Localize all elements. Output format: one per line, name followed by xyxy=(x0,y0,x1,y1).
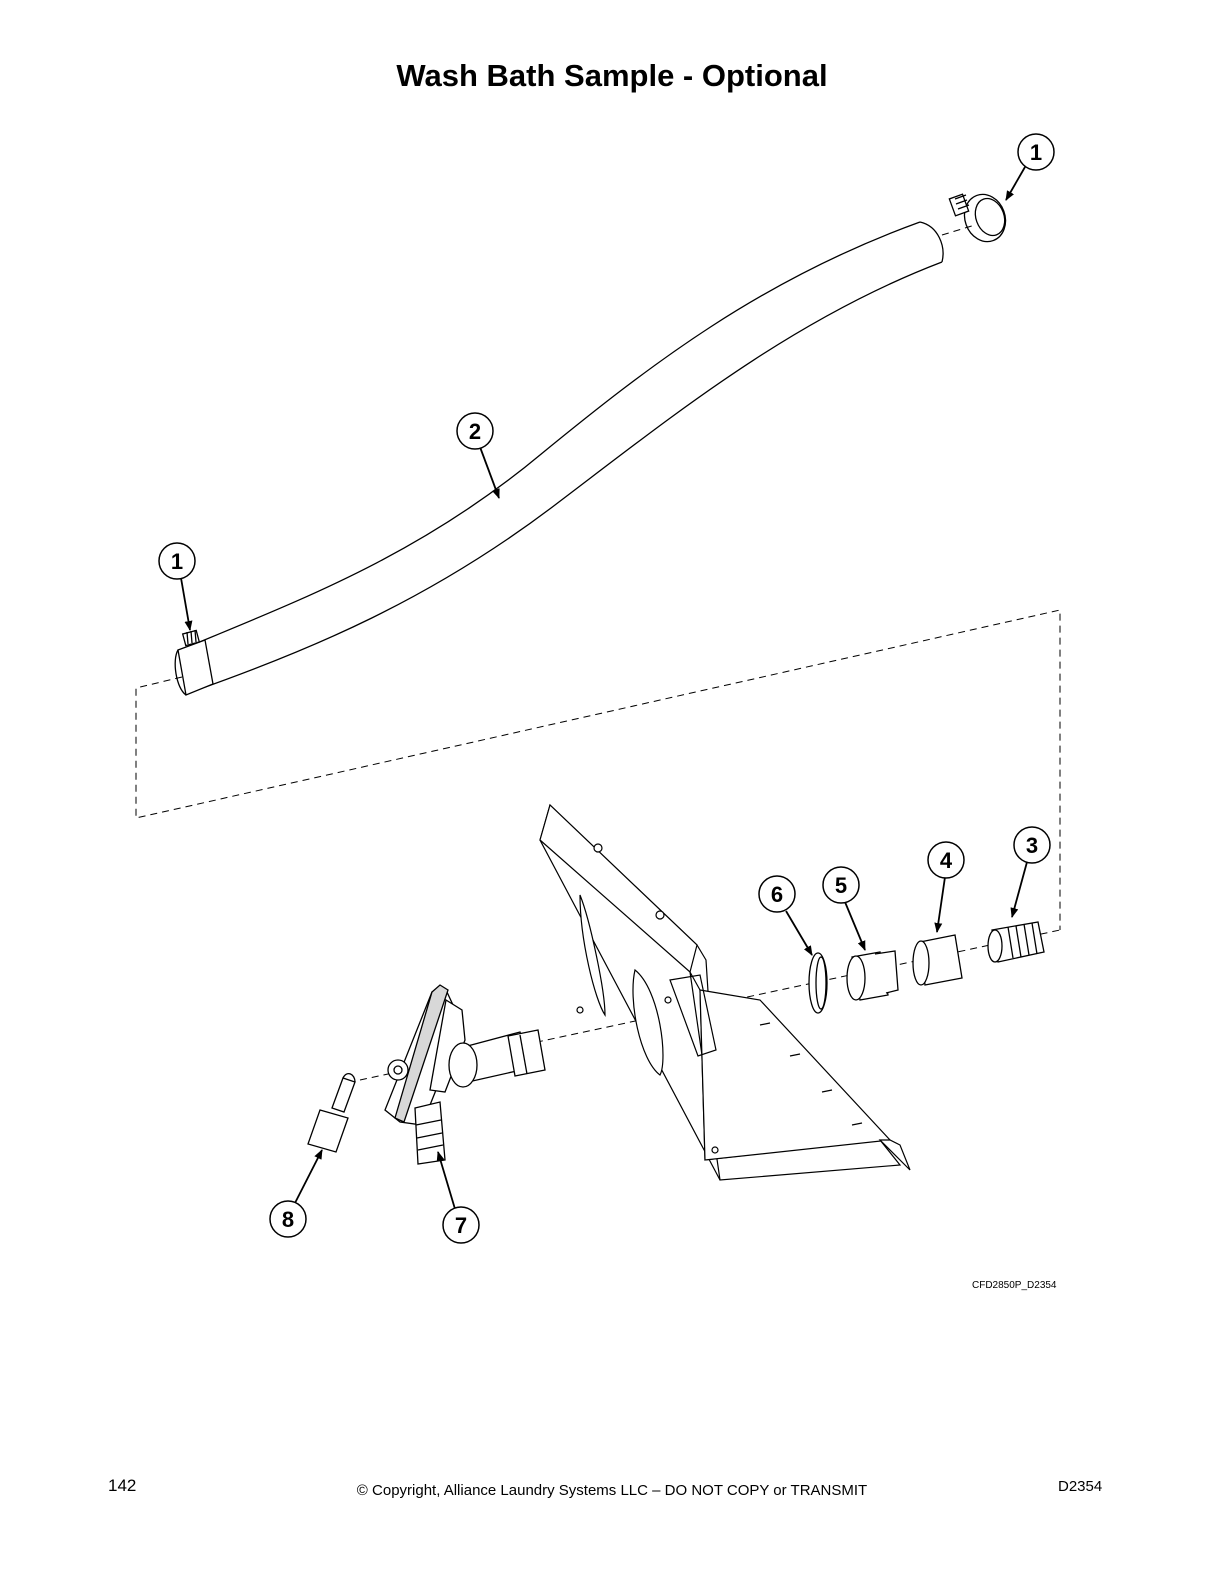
svg-text:2: 2 xyxy=(469,419,481,444)
mounting-bracket xyxy=(539,803,911,1181)
page-title: Wash Bath Sample - Optional xyxy=(396,58,828,93)
sample-valve xyxy=(384,984,546,1165)
leader-arrows xyxy=(180,166,1028,1210)
svg-text:4: 4 xyxy=(940,848,953,873)
callout-5: 5 xyxy=(822,866,860,904)
callout-8: 8 xyxy=(269,1200,307,1238)
callout-1-top: 1 xyxy=(1017,133,1055,171)
callout-7: 7 xyxy=(442,1206,480,1244)
callout-1-left: 1 xyxy=(158,542,196,580)
svg-text:8: 8 xyxy=(282,1207,294,1232)
svg-text:3: 3 xyxy=(1026,833,1038,858)
hose-clamp-right xyxy=(948,193,1007,243)
callout-4: 4 xyxy=(927,841,965,879)
drawing-code: CFD2850P_D2354 xyxy=(972,1280,1057,1291)
svg-text:1: 1 xyxy=(1030,140,1042,165)
hose-clamp-left xyxy=(174,629,214,696)
callout-6: 6 xyxy=(758,875,796,913)
callout-3: 3 xyxy=(1013,826,1051,864)
callout-2: 2 xyxy=(456,412,494,450)
hose xyxy=(189,221,944,691)
svg-text:5: 5 xyxy=(835,873,847,898)
page-number: 142 xyxy=(108,1476,137,1495)
hose-barb xyxy=(987,921,1045,963)
coupling xyxy=(912,934,963,986)
document-code: D2354 xyxy=(1058,1478,1103,1495)
valve-cap xyxy=(307,1073,356,1153)
gasket xyxy=(808,952,828,1014)
bushing xyxy=(846,950,899,1001)
svg-text:1: 1 xyxy=(171,549,183,574)
copyright-notice: © Copyright, Alliance Laundry Systems LL… xyxy=(356,1482,868,1499)
svg-text:7: 7 xyxy=(455,1213,467,1238)
callouts: 1 2 1 3 4 5 6 7 xyxy=(158,133,1055,1244)
alignment-lines xyxy=(135,224,1061,1081)
svg-text:6: 6 xyxy=(771,882,783,907)
